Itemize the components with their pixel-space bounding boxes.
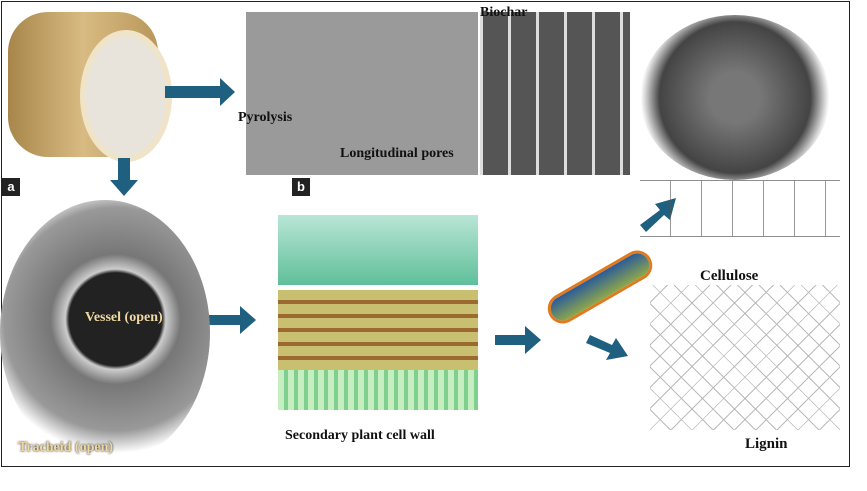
lignin-label: Lignin (745, 436, 788, 452)
biochar-label: Biochar (480, 5, 528, 20)
tracheid-label: Tracheid (open) (18, 440, 114, 455)
cellulose-structure (640, 180, 840, 237)
sem-porous-image (640, 15, 830, 180)
arrow-to-lignin (586, 335, 628, 360)
lignin-structure (650, 285, 840, 430)
panel-a-tag: a (2, 178, 20, 196)
bamboo-opening (80, 30, 172, 162)
figure-frame (1, 1, 850, 467)
arrow-pyrolysis (165, 78, 235, 106)
sem-cells-image (480, 12, 630, 175)
pores-label: Longitudinal pores (340, 146, 454, 161)
arrow-to-fiber (495, 326, 541, 354)
arrow-down (110, 158, 138, 196)
arrow-to-wall (205, 306, 256, 334)
panel-b-tag: b (292, 178, 310, 196)
cell-wall-illustration (258, 215, 498, 420)
sem-vessel-image (0, 200, 210, 465)
cell-wall-label: Secondary plant cell wall (285, 428, 435, 443)
vessel-label: Vessel (open) (85, 310, 163, 325)
cellulose-label: Cellulose (700, 268, 759, 284)
sem-pores-image (246, 12, 478, 175)
pyrolysis-label: Pyrolysis (238, 110, 293, 125)
